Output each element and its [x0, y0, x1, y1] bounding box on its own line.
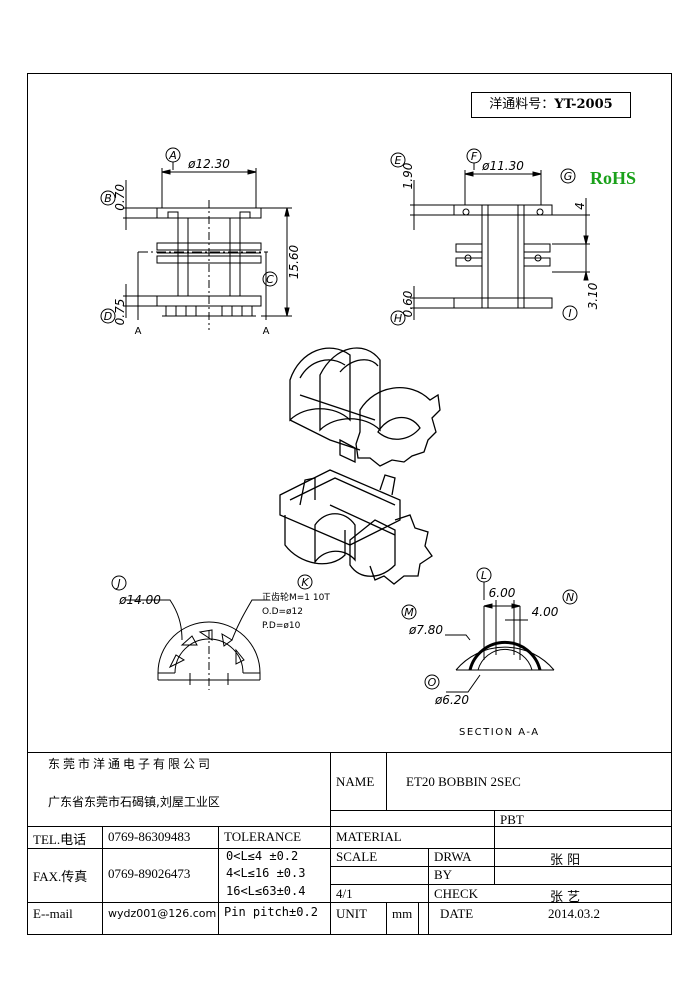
dim-side-width: ø11.30: [481, 159, 524, 173]
part-number-value: YT-2005: [554, 97, 613, 112]
bubble-g: G: [564, 170, 573, 183]
drawing-frame: [27, 73, 672, 935]
dim-section-l: 6.00: [489, 586, 516, 600]
bubble-f: F: [471, 150, 478, 163]
bubble-j: J: [115, 577, 120, 590]
date-value: 2014.03.2: [548, 906, 600, 921]
dim-section-n: 4.00: [532, 605, 559, 619]
side-view: [390, 148, 590, 326]
dim-front-top: 0.70: [113, 184, 127, 211]
check-value: 张 艺: [550, 890, 581, 905]
bubble-d: D: [104, 310, 112, 323]
dim-front-bottom: 0.75: [113, 299, 127, 326]
bubble-i: I: [568, 307, 571, 320]
material-label: MATERIAL: [336, 829, 402, 844]
bubble-b: B: [104, 192, 112, 205]
tolerance-row-3: 16<L≤63±0.4: [226, 884, 306, 898]
bubble-m: M: [404, 606, 414, 619]
bubble-c: C: [266, 273, 274, 286]
rohs-mark: RoHS: [590, 168, 637, 188]
bubble-h: H: [394, 312, 402, 325]
email-label: E--mail: [33, 906, 73, 921]
bubble-n: N: [566, 591, 574, 604]
scale-label: SCALE: [336, 849, 378, 864]
part-number-label: 洋通料号：: [489, 97, 555, 112]
tolerance-row-1: 0<L≤4 ±0.2: [226, 849, 299, 863]
gear-note-1: 正齿轮M=1 10T: [262, 591, 330, 603]
material-value: PBT: [500, 812, 524, 827]
section-mark-right: A: [263, 326, 270, 337]
dim-side-top: 1.90: [401, 162, 415, 189]
drawn-label-2: BY: [434, 867, 453, 882]
unit-label: UNIT: [336, 906, 368, 921]
company-address: 广东省东莞市石碣镇,刘屋工业区: [48, 795, 220, 809]
scale-value: 4/1: [336, 886, 353, 901]
dim-side-right-top: 4: [573, 202, 587, 210]
email-value: wydz001@126.com: [108, 907, 217, 920]
bubble-k: K: [301, 576, 309, 589]
isometric-bottom-half: [279, 469, 433, 585]
pin-pitch: Pin pitch±0.2: [224, 905, 318, 919]
fax-value: 0769-89026473: [108, 866, 191, 881]
bubble-e: E: [395, 154, 402, 167]
dim-front-width: ø12.30: [187, 157, 230, 171]
dim-front-height: 15.60: [287, 244, 301, 279]
front-view: [100, 147, 292, 330]
gear-view: [111, 574, 313, 690]
dim-side-right-bottom: 3.10: [586, 282, 600, 309]
gear-note-3: P.D=ø10: [262, 621, 301, 631]
gear-note-2: O.D=ø12: [262, 607, 303, 617]
bubble-a: A: [168, 149, 177, 162]
tel-label: TEL.电话: [33, 832, 87, 847]
drawn-value: 张 阳: [550, 853, 581, 868]
dim-section-o: ø6.20: [434, 693, 469, 707]
dim-gear-od: ø14.00: [118, 593, 161, 607]
company-name: 东莞市洋通电子有限公司: [48, 757, 214, 771]
isometric-top-half: [289, 347, 441, 467]
dim-section-m: ø7.80: [408, 623, 443, 637]
tolerance-label: TOLERANCE: [224, 829, 302, 844]
section-caption: SECTION A-A: [459, 727, 540, 738]
name-value: ET20 BOBBIN 2SEC: [406, 774, 521, 789]
unit-value: mm: [392, 906, 413, 921]
dim-side-bottom: 0.60: [401, 290, 415, 317]
drawn-label-1: DRWA: [434, 849, 472, 864]
section-view: [401, 567, 578, 693]
date-label: DATE: [440, 906, 474, 921]
name-label: NAME: [336, 774, 375, 789]
fax-label: FAX.传真: [33, 869, 88, 884]
section-mark-left: A: [135, 326, 142, 337]
bubble-l: L: [481, 569, 487, 582]
bubble-o: O: [428, 676, 437, 689]
tolerance-row-2: 4<L≤16 ±0.3: [226, 866, 306, 880]
tel-value: 0769-86309483: [108, 829, 191, 844]
part-number-box: 洋通料号：YT-2005: [471, 92, 631, 118]
check-label: CHECK: [434, 886, 479, 901]
